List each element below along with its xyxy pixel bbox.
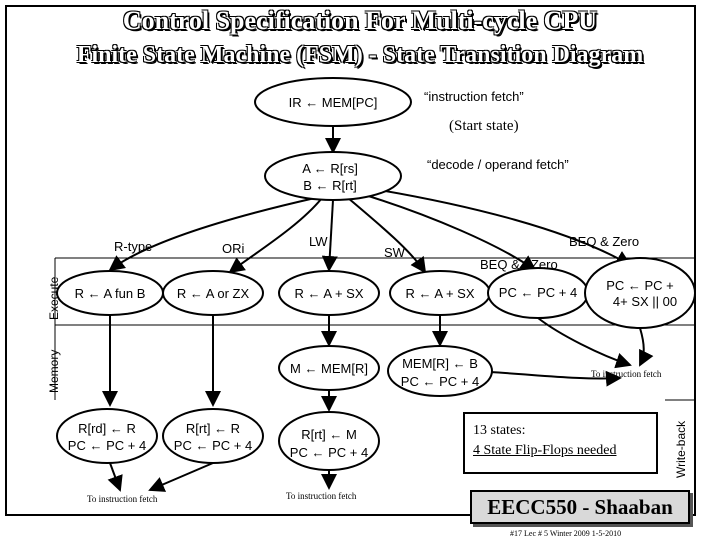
state-sw-mem-text-2: PC ← PC + 4	[401, 374, 479, 389]
edge-ori-to-fetch	[148, 462, 214, 492]
edge-decode-beq-zero	[367, 187, 632, 267]
state-rtype-wb	[56, 408, 158, 464]
edge-label-beq-notzero: BEQ & ~Zero	[480, 257, 558, 272]
state-lw-wb-text-1: R[rt] ← M	[301, 427, 357, 442]
state-lw-exec-text: R ← A + SX	[294, 286, 363, 301]
edge-sw-to-fetch	[489, 370, 622, 387]
state-fetch	[254, 77, 412, 127]
phase-label-writeback: Write-back	[674, 420, 688, 478]
state-lw-wb-text-2: PC ← PC + 4	[290, 445, 368, 460]
state-beq-zero	[584, 257, 696, 329]
state-beq-zero-text-1: PC ← PC +	[606, 278, 674, 293]
note-line-2: 4 State Flip-Flops needed	[473, 443, 617, 458]
edge-decode-beq-notzero	[361, 193, 537, 272]
fetch-description: “instruction fetch”	[424, 89, 524, 104]
to-fetch-label-3: To instruction fetch	[591, 369, 662, 379]
start-state-label: (Start state)	[449, 118, 519, 134]
to-fetch-label-1: To instruction fetch	[87, 494, 158, 504]
slide-title: Control Specification For Multi-cycle CP…	[122, 6, 598, 35]
edge-decode-ori	[228, 197, 323, 274]
state-beq-notzero-text: PC ← PC + 4	[499, 285, 577, 300]
state-sw-mem	[387, 345, 493, 397]
phase-label-execute: Execute	[47, 276, 61, 320]
state-rtype-wb-text-2: PC ← PC + 4	[68, 438, 146, 453]
state-ori-wb	[162, 408, 264, 464]
state-sw-exec-text: R ← A + SX	[405, 286, 474, 301]
note-line-1: 13 states:	[473, 423, 526, 438]
state-decode	[264, 151, 402, 201]
state-ori-wb-text-1: R[rt] ← R	[186, 421, 240, 436]
edge-rtype-to-fetch	[107, 462, 123, 492]
course-badge: EECC550 - Shaaban	[470, 490, 690, 524]
state-sw-mem-text-1: MEM[R] ← B	[402, 356, 478, 371]
edge-beq-notzero-to-fetch	[537, 317, 632, 369]
state-rtype-exec-text: R ← A fun B	[75, 286, 146, 301]
edge-label-lw: LW	[309, 234, 328, 249]
edge-label-beq-zero: BEQ & Zero	[569, 234, 640, 249]
edge-decode-sw	[347, 197, 427, 274]
state-beq-zero-text-2: 4+ SX || 00	[613, 294, 677, 309]
state-decode-text-1: A ← R[rs]	[302, 161, 358, 176]
state-decode-text-2: B ← R[rt]	[303, 178, 356, 193]
edge-label-rtype: R-type	[114, 239, 153, 254]
state-count-note: 13 states: 4 State Flip-Flops needed	[463, 412, 658, 474]
edge-label-sw: SW	[384, 245, 405, 260]
state-rtype-wb-text-1: R[rd] ← R	[78, 421, 136, 436]
state-ori-wb-text-2: PC ← PC + 4	[174, 438, 252, 453]
edge-decode-lw	[321, 199, 338, 272]
edge-decode-rtype	[108, 197, 316, 272]
phase-label-memory: Memory	[47, 349, 61, 393]
state-ori-exec-text: R ← A or ZX	[177, 286, 250, 301]
slide-frame	[5, 5, 696, 516]
state-lw-wb	[278, 411, 380, 471]
edge-label-ori: ORi	[222, 241, 245, 256]
slide-footer: #17 Lec # 5 Winter 2009 1-5-2010	[510, 529, 622, 538]
to-fetch-label-2: To instruction fetch	[286, 491, 357, 501]
state-ori-exec	[162, 270, 264, 316]
decode-description: “decode / operand fetch”	[427, 157, 569, 172]
state-lw-exec	[278, 270, 380, 316]
state-fetch-text: IR ← MEM[PC]	[289, 95, 378, 110]
state-lw-mem	[278, 345, 380, 391]
slide-subtitle: Finite State Machine (FSM) - State Trans…	[76, 42, 644, 68]
state-lw-mem-text: M ← MEM[R]	[290, 361, 368, 376]
edge-beq-zero-to-fetch	[639, 327, 654, 367]
